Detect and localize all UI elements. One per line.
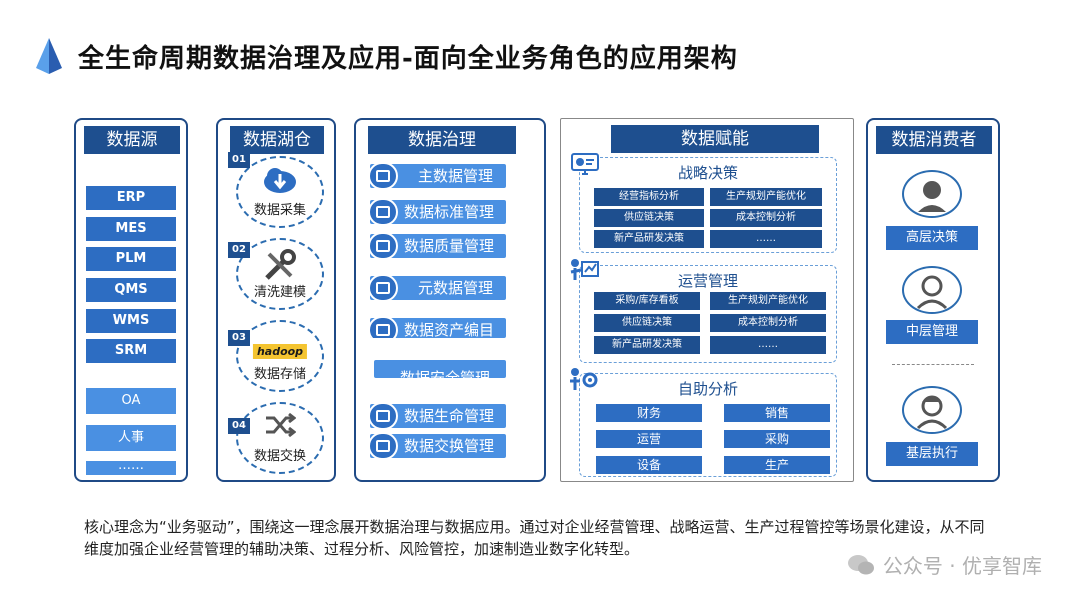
strategy-cell[interactable]: 经营指标分析 xyxy=(594,188,704,206)
lake-step-number: 03 xyxy=(228,330,250,346)
strategy-cell[interactable]: 供应链决策 xyxy=(594,209,704,227)
lake-header: 数据湖仓 xyxy=(230,126,324,154)
selfservice-cell[interactable]: 设备 xyxy=(596,456,702,474)
strategy-cell[interactable]: 成本控制分析 xyxy=(710,209,822,227)
lake-step-label: 数据采集 xyxy=(253,203,306,218)
strategy-title: 战略决策 xyxy=(677,164,738,182)
watermark-text: 公众号 · 优享智库 xyxy=(882,554,1042,578)
sources-header: 数据源 xyxy=(84,126,180,154)
watermark: 公众号 · 优享智库 xyxy=(847,550,1042,579)
executive-avatar-icon xyxy=(902,170,962,218)
doc-badge-icon xyxy=(368,432,398,460)
enable-panel: 数据赋能 战略决策 经营指标分析 生产规划产能优化 供应链决策 成本控制分析 新… xyxy=(560,118,854,482)
governance-header: 数据治理 xyxy=(368,126,516,154)
consumer-role[interactable]: 基层执行 xyxy=(886,442,978,466)
lake-step-exchange[interactable]: 数据交换 xyxy=(236,402,324,474)
hadoop-logo: hadoop xyxy=(252,344,308,359)
presentation-board-icon xyxy=(570,259,599,280)
doc-badge-icon xyxy=(368,402,398,430)
crystal-logo-icon xyxy=(36,38,62,74)
lake-step-collect[interactable]: 数据采集 xyxy=(236,156,324,228)
source-qms[interactable]: QMS xyxy=(86,278,176,302)
sources-panel: 数据源 ERP MES PLM QMS WMS SRM OA 人事 …… xyxy=(74,118,188,482)
consumer-role[interactable]: 中层管理 xyxy=(886,320,978,344)
selfservice-section: 自助分析 财务 销售 运营 采购 设备 生产 xyxy=(570,368,837,477)
operation-cell[interactable]: 新产品研发决策 xyxy=(594,336,700,354)
governance-item[interactable]: 数据生命管理 xyxy=(368,402,506,430)
governance-item[interactable]: 数据交换管理 xyxy=(368,432,506,460)
source-erp[interactable]: ERP xyxy=(86,186,176,210)
operation-title: 运营管理 xyxy=(677,272,738,290)
source-more[interactable]: …… xyxy=(86,459,176,475)
lake-panel: 数据湖仓 数据采集 01 清洗建模 02 hadoop 数据存储 03 数据交换… xyxy=(216,118,336,482)
lake-step-label: 清洗建模 xyxy=(253,285,306,300)
doc-badge-icon xyxy=(368,162,398,190)
selfservice-cell[interactable]: 运营 xyxy=(596,430,702,448)
doc-badge-icon xyxy=(368,198,398,226)
governance-panel: 数据治理 主数据管理 数据标准管理 数据质量管理 元数据管理 数据资产编目 数据… xyxy=(354,118,546,482)
governance-item[interactable]: 主数据管理 xyxy=(368,162,506,190)
consumers-panel: 数据消费者 高层决策 中层管理 基层执行 xyxy=(866,118,1000,482)
core-concept-text: 核心理念为“业务驱动”，围绕这一理念展开数据治理与数据应用。通过对企业经营管理、… xyxy=(84,518,985,558)
consumer-role[interactable]: 高层决策 xyxy=(886,226,978,250)
source-srm[interactable]: SRM xyxy=(86,339,176,363)
manager-avatar-icon xyxy=(902,266,962,314)
lake-step-label: 数据存储 xyxy=(253,367,306,382)
selfservice-title: 自助分析 xyxy=(677,380,738,398)
operation-cell[interactable]: 供应链决策 xyxy=(594,314,700,332)
operation-cell[interactable]: 生产规划产能优化 xyxy=(710,292,826,310)
gear-analysis-icon xyxy=(570,368,598,390)
operation-cell[interactable]: 采购/库存看板 xyxy=(594,292,700,310)
dashboard-icon xyxy=(571,153,599,175)
operation-section: 运营管理 采购/库存看板 生产规划产能优化 供应链决策 成本控制分析 新产品研发… xyxy=(570,259,837,363)
doc-badge-icon xyxy=(368,232,398,260)
strategy-cell[interactable]: 生产规划产能优化 xyxy=(710,188,822,206)
strategy-cell[interactable]: 新产品研发决策 xyxy=(594,230,704,248)
strategy-section: 战略决策 经营指标分析 生产规划产能优化 供应链决策 成本控制分析 新产品研发决… xyxy=(571,153,837,253)
selfservice-cell[interactable]: 生产 xyxy=(724,456,830,474)
wechat-icon xyxy=(847,554,874,574)
lake-step-number: 02 xyxy=(228,242,250,258)
consumers-header: 数据消费者 xyxy=(876,126,992,154)
tools-icon xyxy=(265,249,296,280)
selfservice-cell[interactable]: 采购 xyxy=(724,430,830,448)
doc-badge-icon xyxy=(370,318,398,338)
source-wms[interactable]: WMS xyxy=(86,309,176,333)
governance-item[interactable]: 数据安全管理 xyxy=(374,360,506,378)
divider xyxy=(892,364,974,365)
source-plm[interactable]: PLM xyxy=(86,247,176,271)
governance-item[interactable]: 元数据管理 xyxy=(368,274,506,302)
operation-cell[interactable]: 成本控制分析 xyxy=(710,314,826,332)
governance-item[interactable]: 数据资产编目 xyxy=(370,318,506,338)
cloud-download-icon xyxy=(264,168,296,193)
lake-step-number: 04 xyxy=(228,418,250,434)
source-hr[interactable]: 人事 xyxy=(86,425,176,451)
selfservice-cell[interactable]: 销售 xyxy=(724,404,830,422)
page-title: 全生命周期数据治理及应用-面向全业务角色的应用架构 xyxy=(78,43,738,74)
lake-step-store[interactable]: hadoop 数据存储 xyxy=(236,320,324,392)
governance-item[interactable]: 数据质量管理 xyxy=(368,232,506,260)
source-oa[interactable]: OA xyxy=(86,388,176,414)
lake-step-clean[interactable]: 清洗建模 xyxy=(236,238,324,310)
selfservice-cell[interactable]: 财务 xyxy=(596,404,702,422)
title-bar: 全生命周期数据治理及应用-面向全业务角色的应用架构 xyxy=(36,34,738,78)
enable-header: 数据赋能 xyxy=(611,125,819,153)
operation-cell[interactable]: …… xyxy=(710,336,826,354)
doc-badge-icon xyxy=(368,274,398,302)
governance-item[interactable]: 数据标准管理 xyxy=(368,198,506,226)
lake-step-label: 数据交换 xyxy=(253,449,306,464)
shuffle-icon xyxy=(266,412,296,438)
staff-avatar-icon xyxy=(902,386,962,434)
strategy-cell[interactable]: …… xyxy=(710,230,822,248)
source-mes[interactable]: MES xyxy=(86,217,176,241)
lake-step-number: 01 xyxy=(228,152,250,168)
